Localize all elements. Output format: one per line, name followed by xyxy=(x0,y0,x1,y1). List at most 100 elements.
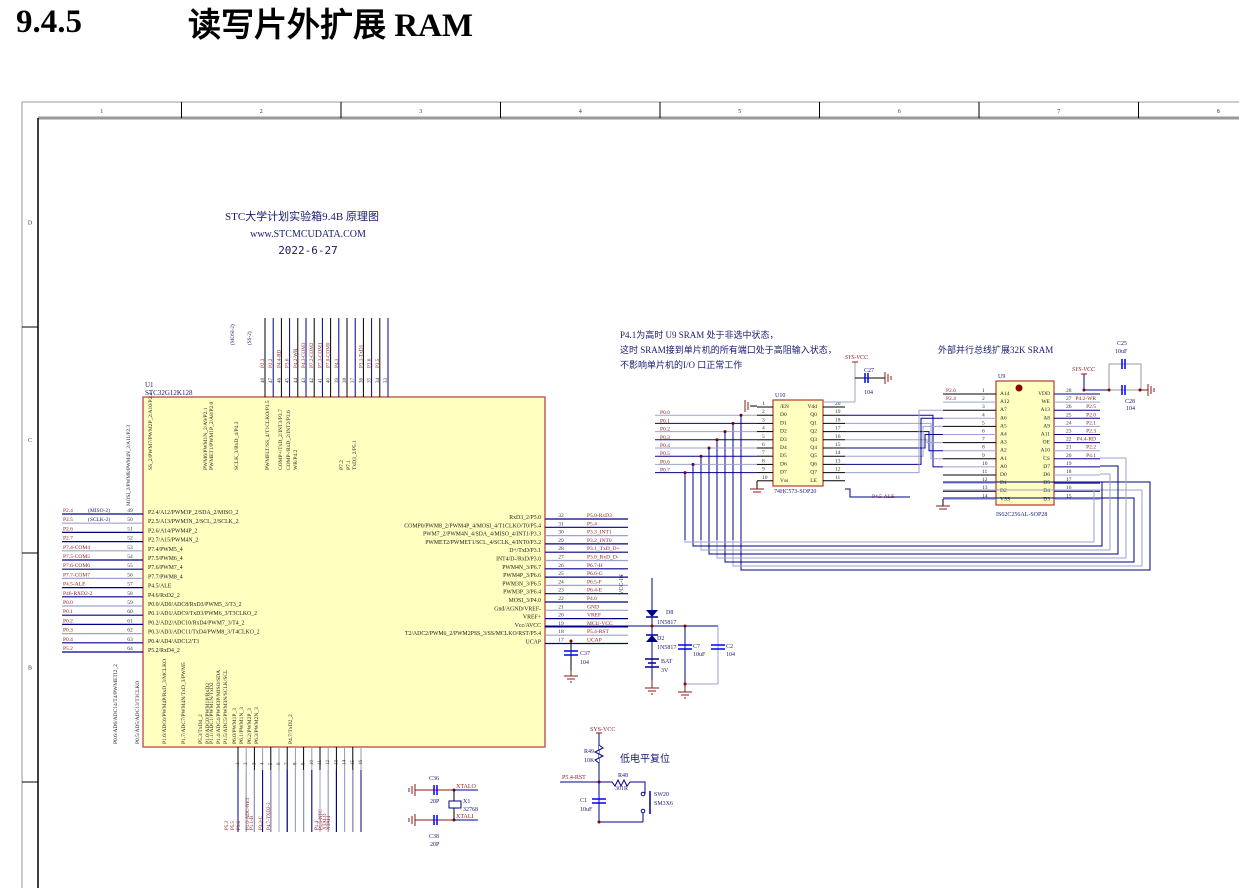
u1-pin-12[interactable]: 12 xyxy=(326,747,331,832)
u1-pin-33[interactable]: 33 xyxy=(384,318,389,397)
u1-pin-3[interactable]: 3 xyxy=(252,747,257,832)
u1-pin-4[interactable]: 4 xyxy=(261,747,266,832)
u1-pin-8[interactable]: 8 xyxy=(293,747,298,832)
u1-pin-37[interactable]: 37 xyxy=(351,318,356,397)
u1-pin-13[interactable]: 13 xyxy=(334,747,339,832)
u1-pin-10[interactable]: 10 xyxy=(310,747,315,832)
u1-pin-11[interactable]: 11 xyxy=(318,747,323,832)
u1-pin-6[interactable]: 6 xyxy=(277,747,282,832)
u1-pin-9[interactable]: 9 xyxy=(302,747,307,832)
u1-pin-15[interactable]: 15 xyxy=(351,747,356,832)
u1-pin-38[interactable]: 38 xyxy=(343,318,348,397)
u1-pin-14[interactable]: 14 xyxy=(343,747,348,832)
u1-pin-16[interactable]: 16 xyxy=(359,747,364,832)
u1-pin-7[interactable]: 7 xyxy=(285,747,290,832)
u1-pin-2[interactable]: 2 xyxy=(244,747,249,832)
u1-pin-1[interactable]: 1 xyxy=(236,747,241,832)
u10-pin-1[interactable]: 1/EN xyxy=(757,401,789,410)
u1-pin-31[interactable]: COMP0/PWM8_2/PWM4P_4/MOSI_4/T1CLKO/T0/P5… xyxy=(404,521,628,529)
